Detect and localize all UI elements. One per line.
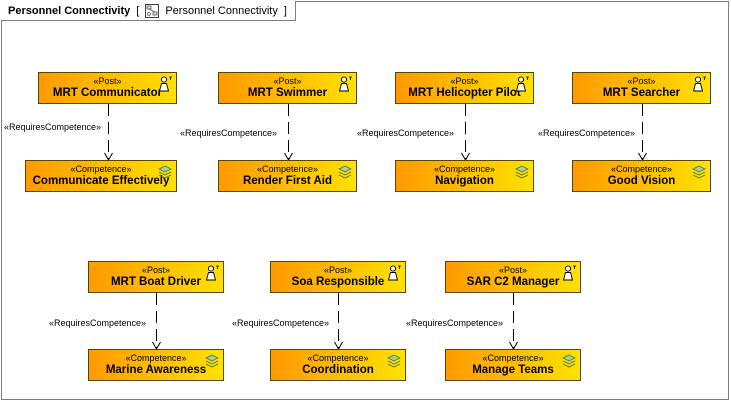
- competence-name: Good Vision: [607, 175, 676, 187]
- post-name: MRT Boat Driver: [110, 276, 202, 288]
- edge-label-requires-competence: «RequiresCompetence»: [180, 128, 278, 138]
- competence-layers-icon: [515, 165, 529, 179]
- post-person-icon: [387, 265, 401, 281]
- edge-label-requires-competence: «RequiresCompetence»: [406, 318, 504, 328]
- context-bracket-close: ]: [283, 4, 287, 17]
- post-name: Soa Responsible: [291, 276, 385, 288]
- competence-stereotype: «Competence»: [482, 353, 544, 363]
- competence-name: Render First Aid: [242, 175, 333, 187]
- diagram-title: Personnel Connectivity: [8, 4, 131, 17]
- competence-stereotype: «Competence»: [307, 353, 369, 363]
- competence-name: Marine Awareness: [105, 364, 207, 376]
- competence-node-navigation[interactable]: «Competence» Navigation: [395, 160, 534, 192]
- competence-name: Communicate Effectively: [32, 175, 170, 187]
- post-node-mrt-communicator[interactable]: «Post» MRT Communicator: [38, 72, 177, 104]
- competence-node-render-first-aid[interactable]: «Competence» Render First Aid: [218, 160, 357, 192]
- post-node-sar-c2-manager[interactable]: «Post» SAR C2 Manager: [445, 261, 581, 293]
- competence-node-manage-teams[interactable]: «Competence» Manage Teams: [445, 349, 581, 381]
- competence-stereotype: «Competence»: [256, 164, 319, 174]
- competence-stereotype: «Competence»: [610, 164, 673, 174]
- post-person-icon: [158, 76, 172, 92]
- post-node-mrt-boat-driver[interactable]: «Post» MRT Boat Driver: [88, 261, 224, 293]
- post-stereotype: «Post»: [450, 76, 479, 86]
- edge-label-requires-competence: «RequiresCompetence»: [4, 122, 102, 132]
- competence-layers-icon: [562, 354, 576, 368]
- competence-name: Coordination: [302, 364, 374, 376]
- post-node-soa-responsible[interactable]: «Post» Soa Responsible: [270, 261, 406, 293]
- diagram-tab[interactable]: Personnel Connectivity [ Personnel Conne…: [1, 1, 296, 21]
- competence-stereotype: «Competence»: [125, 353, 187, 363]
- post-name: MRT Searcher: [602, 87, 681, 99]
- post-person-icon: [205, 265, 219, 281]
- post-stereotype: «Post»: [323, 265, 353, 275]
- post-stereotype: «Post»: [273, 76, 302, 86]
- edge-label-requires-competence: «RequiresCompetence»: [357, 128, 455, 138]
- competence-name: Manage Teams: [472, 364, 554, 376]
- post-person-icon: [692, 76, 706, 92]
- post-name: MRT Swimmer: [247, 87, 328, 99]
- competence-node-marine-awareness[interactable]: «Competence» Marine Awareness: [88, 349, 224, 381]
- post-stereotype: «Post»: [627, 76, 656, 86]
- competence-node-coordination[interactable]: «Competence» Coordination: [270, 349, 406, 381]
- post-person-icon: [562, 265, 576, 281]
- post-node-mrt-swimmer[interactable]: «Post» MRT Swimmer: [218, 72, 357, 104]
- post-name: SAR C2 Manager: [466, 276, 560, 288]
- competence-name: Navigation: [435, 175, 494, 187]
- edge-label-requires-competence: «RequiresCompetence»: [49, 318, 147, 328]
- competence-layers-icon: [338, 165, 352, 179]
- competence-node-communicate-effectively[interactable]: «Competence» Communicate Effectively: [25, 160, 177, 192]
- post-person-icon: [515, 76, 529, 92]
- post-stereotype: «Post»: [141, 265, 171, 275]
- competence-layers-icon: [158, 165, 172, 179]
- competence-stereotype: «Competence»: [70, 164, 132, 174]
- block-diagram-icon: [145, 3, 160, 18]
- post-name: MRT Helicopter Pilot: [408, 87, 521, 99]
- edge-label-requires-competence: «RequiresCompetence»: [538, 128, 636, 138]
- post-node-mrt-helicopter-pilot[interactable]: «Post» MRT Helicopter Pilot: [395, 72, 534, 104]
- competence-stereotype: «Competence»: [433, 164, 496, 174]
- post-stereotype: «Post»: [498, 265, 528, 275]
- post-node-mrt-searcher[interactable]: «Post» MRT Searcher: [572, 72, 711, 104]
- competence-layers-icon: [387, 354, 401, 368]
- post-stereotype: «Post»: [93, 76, 122, 86]
- post-name: MRT Communicator: [52, 87, 163, 99]
- context-bracket-open: [: [136, 4, 140, 17]
- edge-label-requires-competence: «RequiresCompetence»: [232, 318, 330, 328]
- competence-layers-icon: [692, 165, 706, 179]
- context-name: Personnel Connectivity: [165, 4, 278, 17]
- post-person-icon: [338, 76, 352, 92]
- competence-node-good-vision[interactable]: «Competence» Good Vision: [572, 160, 711, 192]
- competence-layers-icon: [205, 354, 219, 368]
